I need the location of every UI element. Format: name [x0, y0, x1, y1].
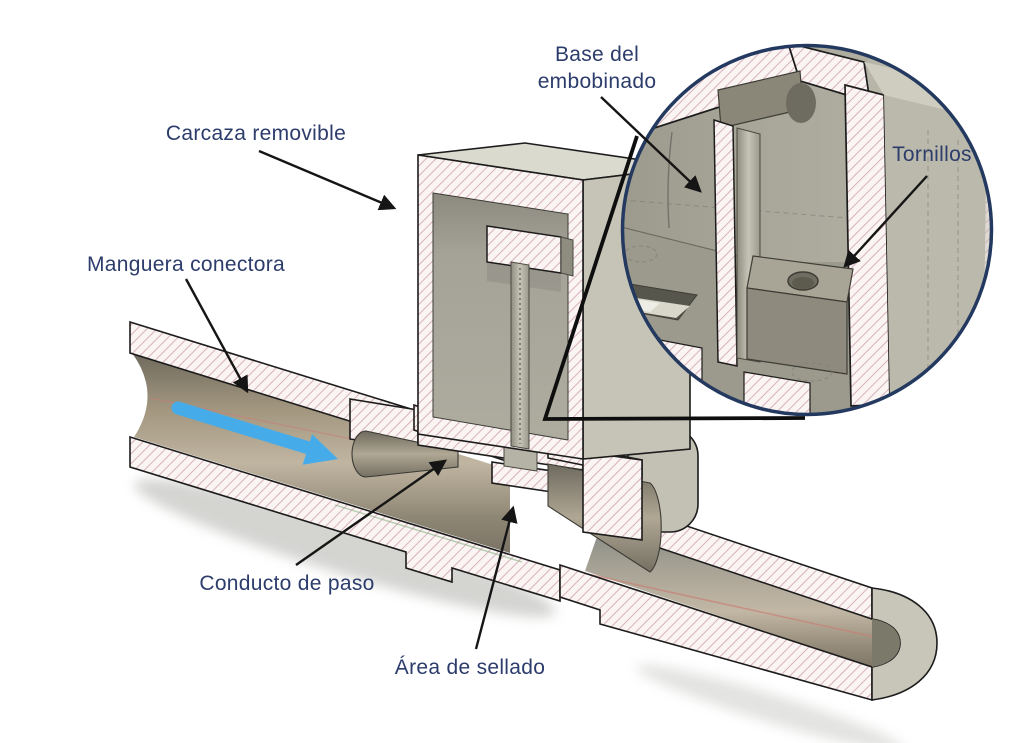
detail-leader-lines — [542, 135, 806, 421]
valve-body-right — [582, 451, 643, 541]
hose-shadow — [134, 479, 556, 617]
plunger-bar-end-face — [560, 236, 574, 277]
label-base-embobinado-line1: Base del — [555, 43, 639, 66]
plunger-stem — [510, 261, 530, 450]
leader-manguera — [184, 278, 249, 394]
leader-conducto — [295, 459, 448, 566]
leader-tornillos — [843, 175, 928, 268]
label-conducto-de-paso: Conducto de paso — [199, 572, 374, 595]
detail-construction-line — [622, 199, 849, 219]
screw-boss-front — [746, 287, 848, 375]
label-area-de-sellado: Área de sellado — [395, 656, 545, 679]
centerline-red-right — [559, 567, 926, 649]
leader-carcaza — [258, 149, 397, 211]
flow-direction-arrow — [171, 401, 338, 465]
flow-arrow-shaft — [171, 401, 319, 456]
label-carcaza-removible: Carcaza removible — [166, 122, 346, 145]
detail-circle-border — [620, 43, 994, 417]
right-hose-end-bore — [872, 619, 900, 667]
detail-bar-cove — [786, 83, 816, 123]
screw-hole-shadow — [792, 277, 814, 289]
detail-panel-corner — [667, 131, 673, 229]
leader-base-embobinado — [600, 96, 702, 193]
label-base-embobinado-line2: embobinado — [538, 70, 657, 93]
detail-view — [620, 43, 994, 417]
detail-center-wall-hatch — [713, 118, 738, 367]
label-tornillos: Tornillos — [892, 143, 972, 166]
valve-body — [349, 398, 699, 573]
right-hose-bore — [585, 528, 872, 667]
detail-ghost-hole-bottom — [791, 362, 833, 382]
detail-right-wall-hatch — [844, 83, 891, 407]
right-hose — [559, 495, 938, 702]
detail-contents — [622, 45, 992, 415]
hose-shadow-right — [636, 664, 904, 743]
annotations: Carcaza removible Manguera conectora Con… — [87, 43, 972, 679]
flow-arrow-head — [302, 434, 338, 465]
label-manguera-conectora: Manguera conectora — [87, 253, 285, 276]
leader-area-sellado — [474, 505, 518, 650]
centerline-green — [334, 504, 523, 563]
